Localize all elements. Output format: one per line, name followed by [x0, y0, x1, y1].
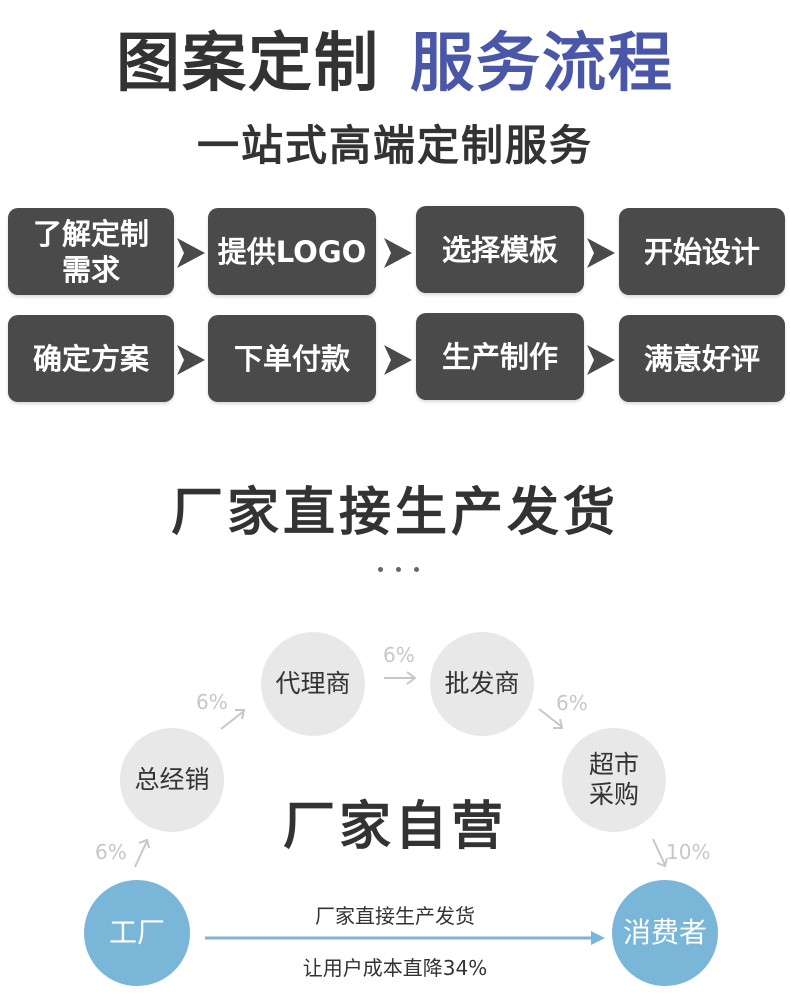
step-box-4: 开始设计	[619, 208, 785, 295]
node-label: 工厂	[108, 916, 165, 949]
step-label-4: 开始设计	[643, 234, 760, 269]
direct-line-bottom-label: 让用户成本直降34%	[302, 956, 488, 980]
node-label: 批发商	[444, 669, 520, 698]
node-factory: 工厂	[84, 880, 190, 986]
node-label: 代理商	[275, 669, 351, 698]
step-box-1: 了解定制需求	[8, 208, 174, 295]
chevron-right-icon	[384, 238, 412, 268]
step-box-2: 提供LOGO	[208, 208, 376, 295]
step-box-8: 满意好评	[619, 315, 785, 402]
node-general-distributor: 总经销	[120, 728, 224, 832]
node-agent: 代理商	[261, 632, 365, 736]
step-label-6: 下单付款	[233, 341, 350, 376]
step-label-7: 生产制作	[441, 339, 558, 374]
arrow-down-right-icon	[538, 708, 564, 729]
node-label: 消费者	[622, 916, 707, 949]
chevron-right-icon	[587, 345, 615, 375]
ellipsis-divider	[378, 567, 419, 575]
step-box-7: 生产制作	[416, 313, 584, 400]
step-box-3: 选择模板	[416, 206, 584, 293]
direct-line-top-label: 厂家直接生产发货	[315, 904, 475, 928]
node-label: 超市采购	[588, 750, 639, 809]
percent-wholesaler-to-supermarket: 6%	[556, 691, 588, 715]
percent-agent-to-wholesaler: 6%	[383, 643, 415, 667]
page-subtitle: 一站式高端定制服务	[196, 121, 593, 170]
step-label-3: 选择模板	[441, 232, 558, 267]
percent-general-to-agent: 6%	[196, 690, 228, 714]
node-consumer: 消费者	[612, 880, 718, 986]
percent-factory-to-general: 6%	[95, 840, 127, 864]
percent-supermarket-to-consumer: 10%	[666, 840, 711, 864]
step-label-8: 满意好评	[643, 341, 760, 376]
chevron-right-icon	[587, 238, 615, 268]
section-title: 厂家直接生产发货	[170, 483, 619, 543]
chevron-right-icon	[177, 238, 205, 268]
step-label-1: 了解定制需求	[32, 216, 149, 287]
arrow-right-icon	[205, 931, 605, 945]
node-wholesaler: 批发商	[430, 632, 534, 736]
title-part-2: 服务流程	[410, 27, 674, 101]
step-box-5: 确定方案	[8, 315, 174, 402]
chevron-right-icon	[177, 345, 205, 375]
step-box-6: 下单付款	[208, 315, 376, 402]
center-title: 厂家自营	[282, 797, 507, 857]
arrow-right-icon	[384, 671, 417, 685]
arrow-down-right-icon	[652, 838, 668, 868]
step-label-2: 提供LOGO	[217, 234, 367, 269]
step-label-5: 确定方案	[32, 341, 149, 376]
arrow-up-right-icon	[134, 838, 150, 868]
node-label: 总经销	[134, 765, 210, 794]
page-title: 图案定制服务流程	[0, 24, 790, 104]
arrow-up-right-icon	[220, 709, 246, 730]
title-part-1: 图案定制	[116, 27, 380, 101]
chevron-right-icon	[384, 345, 412, 375]
node-supermarket: 超市采购	[562, 728, 666, 832]
